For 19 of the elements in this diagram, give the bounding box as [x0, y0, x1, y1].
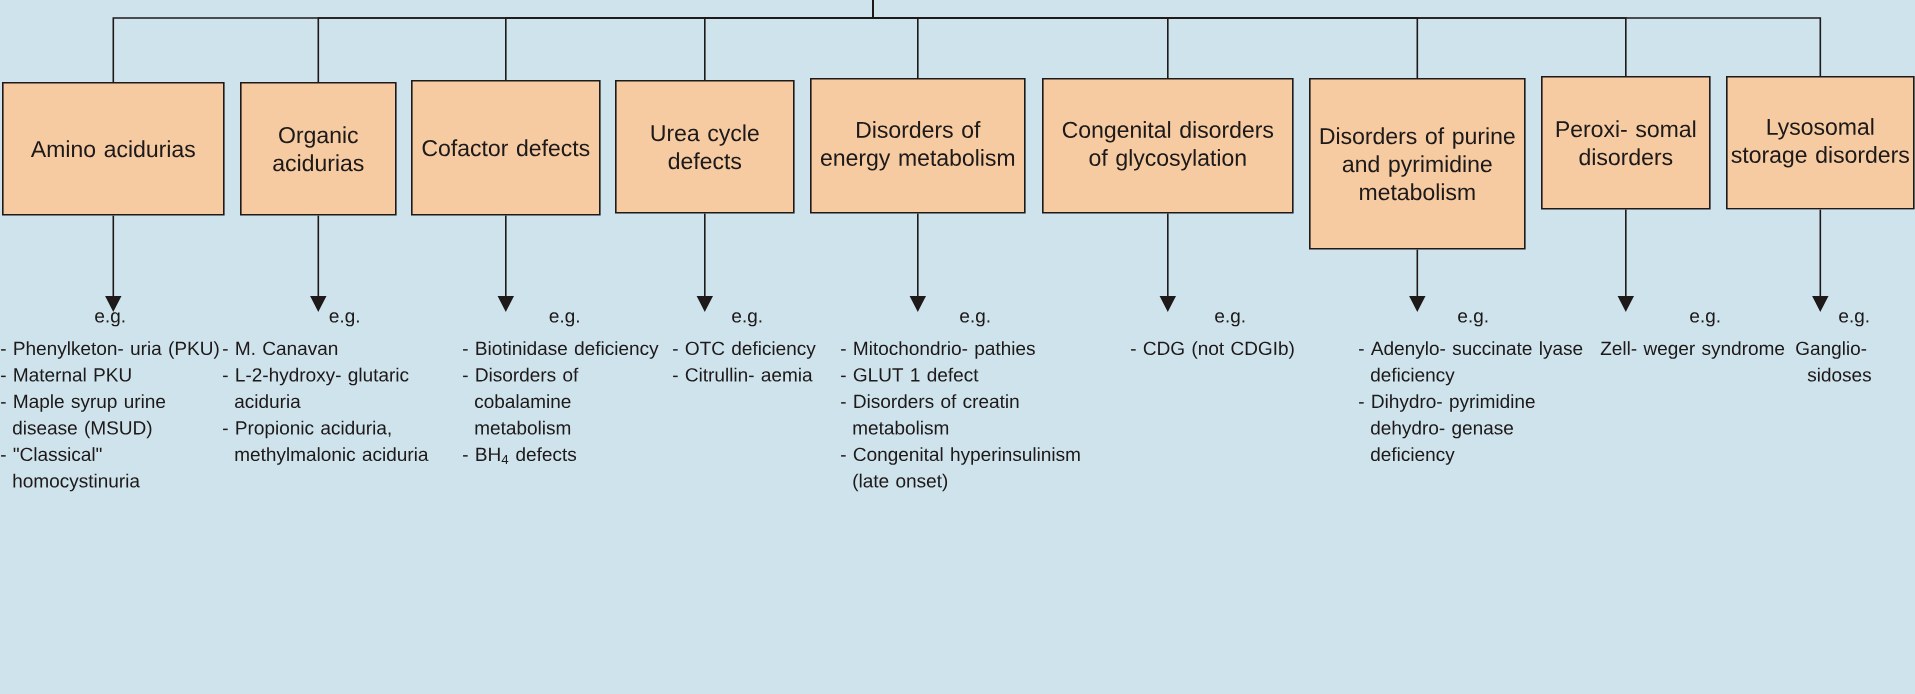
example-list: e.g. - Phenylketon- uria (PKU) - Maternal PKU - Maple syrup urine disease (MSUD) - "Classical" homocystinuria [1, 312, 219, 492]
example-list: e.g. - CDG (not CDGIb) [1131, 312, 1294, 359]
category-box: Peroxi- somal disorders [1541, 76, 1711, 210]
example-list: e.g. Ganglio- sidoses [1796, 312, 1871, 382]
example-list: e.g. - OTC deficiency - Citrullin- aemia [673, 312, 816, 382]
category-box: Lysosomal storage disorders [1726, 76, 1915, 210]
example-list: e.g. Zell- weger syndrome [1600, 312, 1785, 359]
example-list: e.g. - M. Canavan - L-2-hydroxy- glutaric aciduria - Propionic aciduria, methylmalonic aciduria [223, 312, 429, 465]
example-list: e.g. - Adenylo- succinate lyase deficiency - Dihydro- pyrimidine dehydro- genase deficiency [1359, 312, 1583, 465]
category-box: Cofactor defects [411, 80, 601, 216]
category-box: Disorders of energy metabolism [810, 78, 1026, 214]
example-list: e.g. - Biotinidase deficiency - Disorders of cobalamine metabolism - BH$_{4}$ defects [463, 312, 659, 465]
category-box: Organic acidurias [240, 82, 397, 216]
category-box: Amino acidurias [2, 82, 225, 216]
category-box: Urea cycle defects [615, 80, 795, 214]
category-box: Disorders of purine and pyrimidine metabolism [1309, 78, 1526, 250]
example-list: e.g. - Mitochondrio- pathies - GLUT 1 defect - Disorders of creatin metabolism - Congenital hyperinsulinism (late onset) [841, 312, 1080, 492]
category-box: Congenital disorders of glycosylation [1042, 78, 1294, 214]
tree-connector [872, 0, 1822, 77]
